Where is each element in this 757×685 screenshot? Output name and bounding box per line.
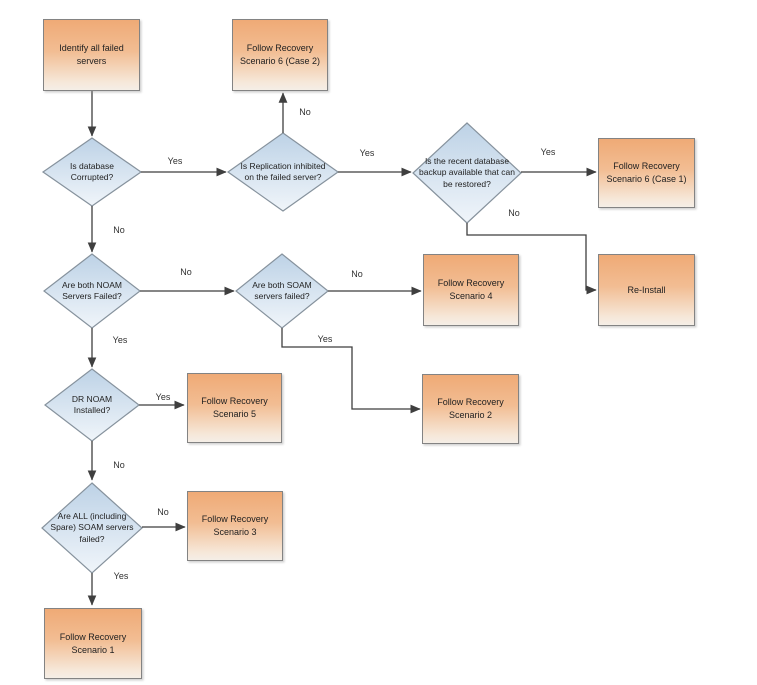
edge-label-db-corrupted-yes: Yes — [167, 156, 183, 166]
edge-label-db-corrupted-no: No — [113, 225, 125, 235]
node-db-corrupted: Is database Corrupted? — [70, 160, 114, 182]
connector-soam-failed-yes — [281, 328, 421, 414]
edge-label-all-soam-no: No — [157, 507, 169, 517]
node-noam-failed: Are both NOAM Servers Failed? — [62, 279, 122, 301]
node-all-soam-failed: Are ALL (including Spare) SOAM servers f… — [50, 511, 134, 544]
node-recovery-scenario-6-case-2: Follow Recovery Scenario 6 (Case 2) — [232, 19, 328, 91]
edge-label-dr-noam-yes: Yes — [155, 392, 171, 402]
node-recovery-scenario-6-case-1: Follow Recovery Scenario 6 (Case 1) — [598, 138, 695, 208]
node-recovery-scenario-3: Follow Recovery Scenario 3 — [187, 491, 283, 561]
node-replication-inhibited: Is Replication inhibited on the failed s… — [240, 160, 326, 182]
node-recovery-scenario-1: Follow Recovery Scenario 1 — [44, 608, 142, 679]
edge-label-soam-failed-yes: Yes — [317, 334, 333, 344]
node-recovery-scenario-5: Follow Recovery Scenario 5 — [187, 373, 282, 443]
edge-label-soam-failed-no: No — [351, 269, 363, 279]
edge-label-noam-failed-yes: Yes — [112, 335, 128, 345]
edge-label-replication-inhibited-no: No — [299, 107, 311, 117]
node-re-install: Re-Install — [598, 254, 695, 326]
node-soam-failed: Are both SOAM servers failed? — [252, 279, 312, 301]
decision-shape-replication-inhibited — [226, 132, 340, 212]
edge-label-backup-available-no: No — [508, 208, 520, 218]
edge-label-backup-available-yes: Yes — [540, 147, 556, 157]
node-identify-failed-servers: Identify all failed servers — [43, 19, 140, 91]
edge-label-noam-failed-no: No — [180, 267, 192, 277]
node-recovery-scenario-2: Follow Recovery Scenario 2 — [422, 374, 519, 444]
edge-label-dr-noam-no: No — [113, 460, 125, 470]
edge-label-all-soam-yes: Yes — [113, 571, 129, 581]
node-dr-noam-installed: DR NOAM Installed? — [71, 393, 113, 415]
node-backup-available: Is the recent database backup available … — [419, 156, 515, 189]
connector-backup-available-no — [466, 223, 597, 295]
node-recovery-scenario-4: Follow Recovery Scenario 4 — [423, 254, 519, 326]
edge-label-replication-inhibited-yes: Yes — [359, 148, 375, 158]
